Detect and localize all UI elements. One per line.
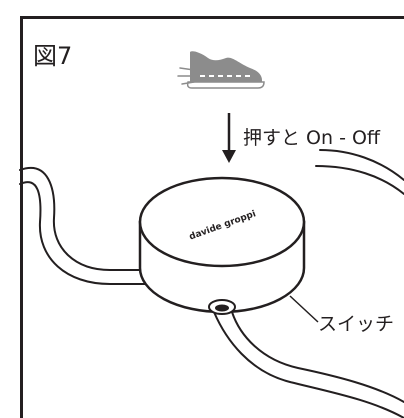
figure-frame [20, 16, 404, 418]
power-cable [19, 149, 404, 418]
switch-device [138, 176, 306, 314]
sneaker-icon [177, 51, 265, 89]
figure-label: 図7 [33, 42, 73, 70]
arrow-down-icon [222, 113, 236, 163]
press-instruction: 押すと On - Off [243, 127, 381, 149]
cable-grommet [208, 299, 236, 315]
leader-line [289, 295, 319, 323]
switch-label: スイッチ [318, 313, 395, 335]
